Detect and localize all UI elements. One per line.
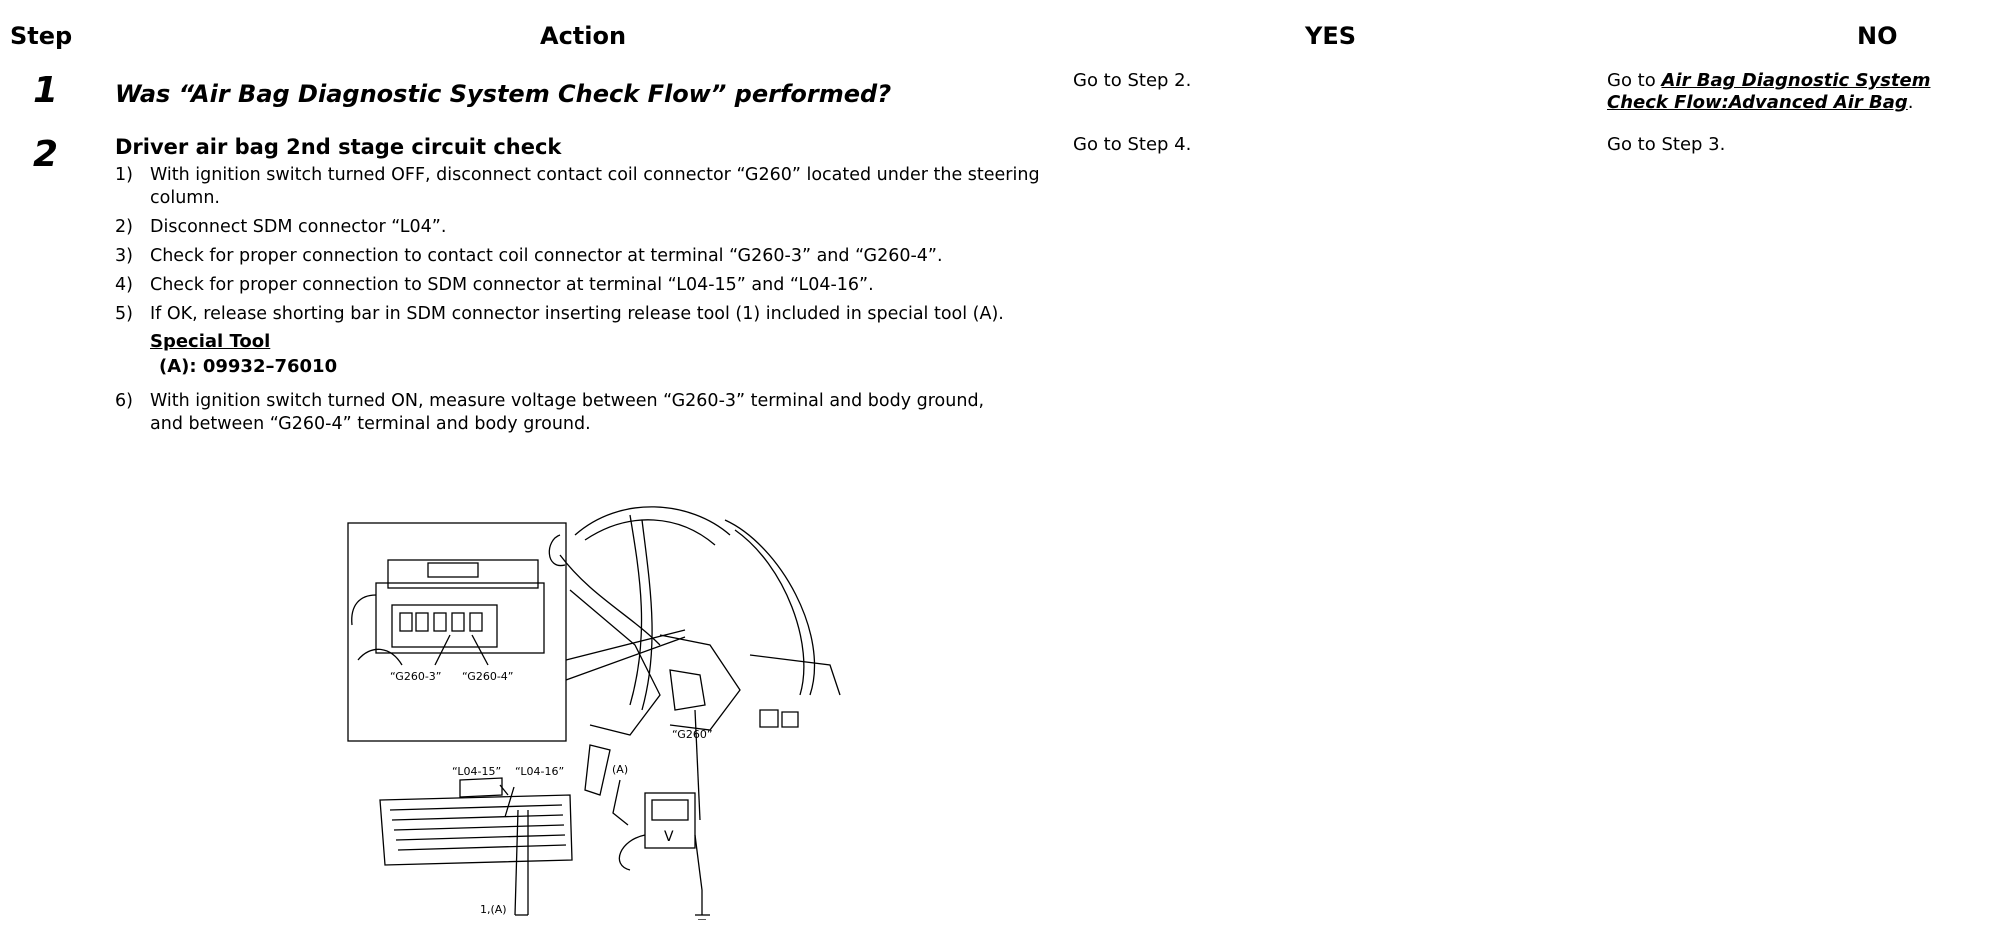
label-release-tool: 1,(A) (480, 903, 507, 916)
procedure-item: 4) Check for proper connection to SDM con… (115, 274, 1050, 297)
item-text: Check for proper connection to SDM conne… (150, 275, 874, 295)
step1-no: Go to Air Bag Diagnostic System Check Fl… (1607, 70, 1992, 114)
item-text: With ignition switch turned OFF, disconn… (150, 165, 1040, 208)
item-number: 4) (115, 275, 133, 295)
header-yes: YES (1305, 22, 1357, 50)
step1-no-suffix: . (1907, 92, 1914, 113)
label-g260-4: “G260-4” (462, 670, 514, 683)
item-number: 1) (115, 165, 133, 185)
special-tool-value: (A): 09932–76010 (159, 356, 338, 377)
step-number-2: 2 (33, 134, 59, 175)
sdm-connector-drawing (379, 777, 573, 916)
step1-no-prefix: Go to (1607, 70, 1662, 91)
wiring-illustration: “G260-3” “G260-4” “G260” “L04-15” “L04-1… (330, 495, 870, 921)
leader-line (565, 636, 686, 681)
item-number: 5) (115, 304, 133, 324)
step2-yes: Go to Step 4. (1073, 134, 1192, 155)
step2-no: Go to Step 3. (1607, 134, 1726, 155)
header-action: Action (540, 22, 627, 50)
item-text: With ignition switch turned ON, measure … (150, 391, 985, 434)
step2-title: Driver air bag 2nd stage circuit check (115, 135, 562, 159)
illustration-drawing: “G260-3” “G260-4” “G260” “L04-15” “L04-1… (347, 506, 841, 921)
label-g260: “G260” (672, 728, 713, 741)
label-g260-3: “G260-3” (390, 670, 442, 683)
air-bag-check-flow-link[interactable]: Air Bag Diagnostic System Check Flow:Adv… (1607, 70, 1931, 113)
voltmeter-v-label: V (664, 829, 674, 845)
connector-inset-box (347, 522, 567, 742)
header-no: NO (1857, 22, 1898, 50)
voltmeter-drawing: V (612, 779, 710, 921)
special-tool-label: Special Tool (150, 331, 271, 352)
label-l04-15: “L04-15” (452, 765, 501, 778)
procedure-item: 5) If OK, release shorting bar in SDM con… (115, 303, 1050, 326)
step-number-1: 1 (33, 70, 59, 111)
item-text: If OK, release shorting bar in SDM conne… (150, 304, 1004, 324)
item-number: 3) (115, 246, 133, 266)
step2-procedure: 1) With ignition switch turned OFF, disco… (115, 164, 1050, 442)
procedure-item: 1) With ignition switch turned OFF, disco… (115, 164, 1050, 210)
label-tool-a: (A) (612, 763, 628, 776)
procedure-item: 6) With ignition switch turned ON, measur… (115, 390, 1050, 436)
label-l04-16: “L04-16” (515, 765, 564, 778)
contact-coil-connector-drawing (351, 559, 545, 666)
item-text: Disconnect SDM connector “L04”. (150, 217, 447, 237)
procedure-item: 3) Check for proper connection to contact… (115, 245, 1050, 268)
item-text: Check for proper connection to contact c… (150, 246, 943, 266)
procedure-item: 2) Disconnect SDM connector “L04”. (115, 216, 1050, 239)
item-number: 6) (115, 391, 133, 411)
item-number: 2) (115, 217, 133, 237)
steering-column-drawing (548, 506, 841, 821)
leader-line (565, 629, 686, 661)
step1-yes: Go to Step 2. (1073, 70, 1192, 91)
header-step: Step (10, 22, 73, 50)
step1-question: Was “Air Bag Diagnostic System Check Flo… (115, 80, 892, 108)
